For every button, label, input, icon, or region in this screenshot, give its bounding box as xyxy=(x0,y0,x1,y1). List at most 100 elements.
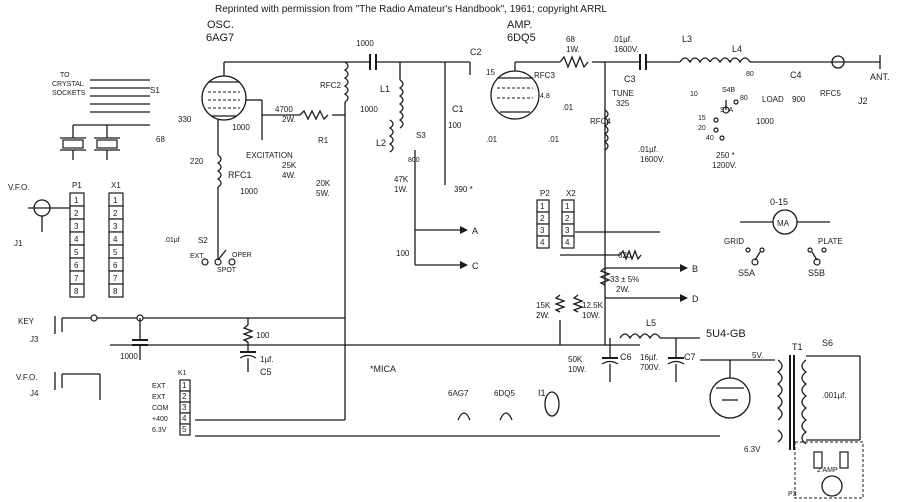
r-125k-label: 12.5K xyxy=(582,301,604,310)
c-01-a-label: .01 xyxy=(486,135,498,144)
k1-pin-number: 2 xyxy=(182,392,187,401)
p1-pin-number: 8 xyxy=(74,287,79,296)
c-1600a-label: 1600V. xyxy=(614,45,639,54)
c3-label: C3 xyxy=(624,74,636,84)
j2-label: J2 xyxy=(858,96,868,106)
r-25k-label: 25K xyxy=(282,161,297,170)
r-15k-w-label: 2W. xyxy=(536,311,550,320)
rfc2-label: RFC2 xyxy=(320,81,341,90)
pin-48-label: 4,8 xyxy=(540,93,550,100)
band-80-b-label: 80 xyxy=(740,95,748,102)
c-900-label: 900 xyxy=(792,95,806,104)
main-wiring xyxy=(110,54,881,437)
oscillator-tube xyxy=(201,75,247,121)
x1-label: X1 xyxy=(111,181,121,190)
c-01-1600b-label: .01µf. xyxy=(638,145,658,154)
c-15-label: 15 xyxy=(486,68,495,77)
node-b-label: B xyxy=(692,264,698,274)
c-1600b-label: 1600V. xyxy=(640,155,665,164)
s5b-label: S5B xyxy=(808,268,825,278)
credit-line: Reprinted with permission from "The Radi… xyxy=(215,4,607,15)
vfo-top-jack xyxy=(28,199,70,232)
x1-pin-number: 1 xyxy=(113,196,118,205)
crystal-label-2: CRYSTAL xyxy=(52,81,84,88)
r-20k-w-label: 5W. xyxy=(316,189,330,198)
htr-osc-label: 6AG7 xyxy=(448,389,469,398)
r-50k-w-label: 10W. xyxy=(568,365,586,374)
l1-l2-coils xyxy=(388,62,446,265)
r-33-w-label: 2W. xyxy=(616,285,630,294)
v63-b-label: 6.3V xyxy=(744,445,761,454)
l5-label: L5 xyxy=(646,318,656,328)
l1-label: L1 xyxy=(380,84,390,94)
c-1000-b-label: 1000 xyxy=(240,187,258,196)
p1-pin-number: 5 xyxy=(74,248,79,257)
meter-label: MA xyxy=(777,219,790,228)
osc-type-label: 6AG7 xyxy=(206,32,234,44)
p1-pin-number: 6 xyxy=(74,261,79,270)
c4-label: C4 xyxy=(790,70,802,80)
j4-label: J4 xyxy=(30,389,39,398)
shunt-resistors xyxy=(554,249,642,313)
s2-ext-label: EXT. xyxy=(190,253,205,260)
mica-label: *MICA xyxy=(370,364,396,374)
k1-pin-number: 1 xyxy=(182,381,187,390)
p2-pin-number: 4 xyxy=(540,238,545,247)
l2-label: L2 xyxy=(376,138,386,148)
s2-spot-label: SPOT xyxy=(217,267,237,274)
x1-pin-number: 8 xyxy=(113,287,118,296)
p1-pin-number: 2 xyxy=(74,209,79,218)
x1-pin-number: 7 xyxy=(113,274,118,283)
c-1000-top-label: 1000 xyxy=(356,39,374,48)
amplifier-tube xyxy=(490,70,540,120)
r-47k-w-label: 1W. xyxy=(394,185,408,194)
amp-type-label: 6DQ5 xyxy=(507,32,536,44)
p2-pin-number: 3 xyxy=(540,226,545,235)
osc-role-label: OSC. xyxy=(207,19,234,31)
x2-pin-number: 3 xyxy=(565,226,570,235)
r-4700-w-label: 2W. xyxy=(282,115,296,124)
j3-label: J3 xyxy=(30,335,39,344)
vfo-top-label: V.F.O. xyxy=(8,183,30,192)
j1-label: J1 xyxy=(14,239,23,248)
c-16-label: 16µf. xyxy=(640,353,658,362)
k1-terminal-label: 6.3V xyxy=(152,427,167,434)
x1-pin-number: 3 xyxy=(113,222,118,231)
excitation-label: EXCITATION xyxy=(246,151,293,160)
cap-800-label: 800 xyxy=(408,157,420,164)
tune-label: TUNE xyxy=(612,89,634,98)
s5a-label: S5A xyxy=(738,268,755,278)
x1-pin-number: 4 xyxy=(113,235,118,244)
band-15-label: 15 xyxy=(698,115,706,122)
c-1000-grid-label: 1000 xyxy=(232,123,250,132)
s4-switch xyxy=(713,99,739,141)
p1-cell xyxy=(69,283,85,298)
r-20k-label: 20K xyxy=(316,179,331,188)
node-d-label: D xyxy=(692,294,699,304)
r-47k-label: 47K xyxy=(394,175,409,184)
x1-pin-number: 2 xyxy=(113,209,118,218)
c-001-label: .001µf. xyxy=(822,391,847,400)
k1-terminal-label: EXT xyxy=(152,383,166,390)
vfo-bottom-jack xyxy=(54,372,101,400)
load-label: LOAD xyxy=(762,95,784,104)
x2-pin-number: 1 xyxy=(565,202,570,211)
i1-label: I1 xyxy=(538,388,546,398)
band-10-a-label: 10 xyxy=(690,91,698,98)
c-325-label: 325 xyxy=(616,99,630,108)
r-4700-label: 4700 xyxy=(275,105,293,114)
key-label: KEY xyxy=(18,317,35,326)
k1-terminal-label: COM xyxy=(152,405,169,412)
r-100-b-label: 100 xyxy=(256,331,270,340)
l3-label: L3 xyxy=(682,34,692,44)
htr-amp-label: 6DQ5 xyxy=(494,389,515,398)
r1-label: R1 xyxy=(318,136,329,145)
c-1uf-label: 1µf. xyxy=(260,355,274,364)
s3-label: S3 xyxy=(416,131,426,140)
k1-pin-number: 3 xyxy=(182,403,187,412)
s6-label: S6 xyxy=(822,338,833,348)
